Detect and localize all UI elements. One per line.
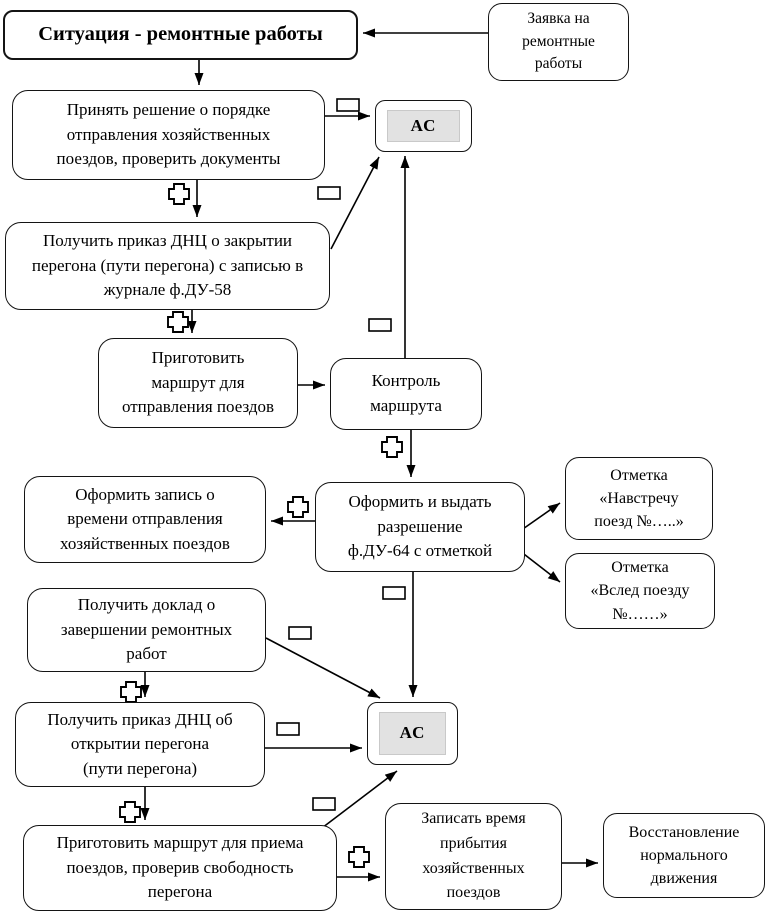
node-as-1: АС [375, 100, 472, 152]
cross-icon [120, 681, 142, 703]
node-situation-title: Ситуация - ремонтные работы [3, 10, 358, 60]
document-icon [312, 797, 336, 811]
node-report-completion: Получить доклад о завершении ремонтных р… [27, 588, 266, 672]
node-order-close: Получить приказ ДНЦ о закрытии перегона … [5, 222, 330, 310]
as-label: АС [387, 110, 460, 142]
cross-icon [167, 311, 189, 333]
node-issue-permit: Оформить и выдать разрешение ф.ДУ-64 с о… [315, 482, 525, 572]
node-route-control: Контроль маршрута [330, 358, 482, 430]
node-mark-following: Отметка «Вслед поезду №……» [565, 553, 715, 629]
arrow-prepare-rec-to-ac2 [317, 770, 398, 832]
cross-icon [381, 436, 403, 458]
node-repair-request: Заявка на ремонтные работы [488, 3, 629, 81]
node-restore-traffic: Восстановление нормального движения [603, 813, 765, 898]
cross-icon [168, 183, 190, 205]
node-prepare-reception-route: Приготовить маршрут для приема поездов, … [23, 825, 337, 911]
as-label: АС [379, 712, 446, 755]
document-icon [288, 626, 312, 640]
document-icon [317, 186, 341, 200]
cross-icon [119, 801, 141, 823]
cross-icon [348, 846, 370, 868]
document-icon [276, 722, 300, 736]
node-decide-order: Принять решение о порядке отправления хо… [12, 90, 325, 180]
node-as-2: АС [367, 702, 458, 765]
node-order-open: Получить приказ ДНЦ об открытии перегона… [15, 702, 265, 787]
document-icon [368, 318, 392, 332]
arrow-issue-to-mark-oncoming [519, 502, 561, 532]
node-record-departure: Оформить запись о времени отправления хо… [24, 476, 266, 563]
arrow-report-to-ac2 [265, 637, 381, 699]
arrow-issue-to-mark-following [519, 550, 561, 583]
node-mark-oncoming: Отметка «Навстречу поезд №…..» [565, 457, 713, 540]
cross-icon [287, 496, 309, 518]
arrow-order-close-to-ac1 [330, 156, 380, 250]
node-record-arrival: Записать время прибытия хозяйственных по… [385, 803, 562, 910]
node-prepare-departure-route: Приготовить маршрут для отправления поез… [98, 338, 298, 428]
document-icon [336, 98, 360, 112]
document-icon [382, 586, 406, 600]
